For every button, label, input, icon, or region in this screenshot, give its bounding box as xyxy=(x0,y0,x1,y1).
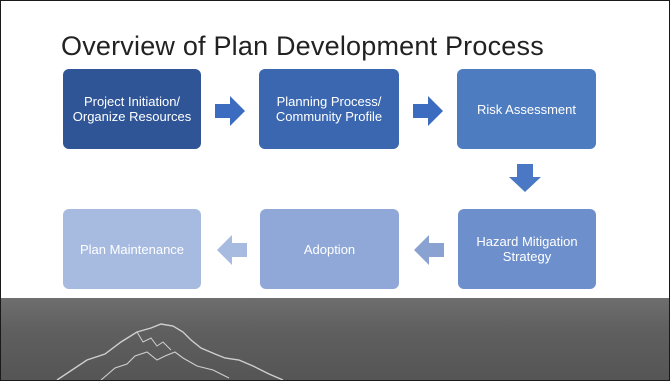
step-planning-process: Planning Process/ Community Profile xyxy=(259,69,399,149)
step-adoption: Adoption xyxy=(260,209,399,289)
arrow-left-icon xyxy=(217,235,247,265)
slide-title: Overview of Plan Development Process xyxy=(61,31,544,61)
step-hazard-mitigation-strategy: Hazard Mitigation Strategy xyxy=(458,209,596,289)
step-risk-assessment: Risk Assessment xyxy=(457,69,596,149)
arrow-right-icon xyxy=(215,96,245,126)
mountain-illustration xyxy=(56,323,284,380)
arrow-left-icon xyxy=(414,235,444,265)
arrow-right-icon xyxy=(413,96,443,126)
mountain-ridge xyxy=(100,351,230,380)
step-plan-maintenance: Plan Maintenance xyxy=(63,209,201,289)
step-project-initiation: Project Initiation/ Organize Resources xyxy=(63,69,201,149)
arrow-down-icon xyxy=(509,164,541,192)
mountain-detail xyxy=(136,331,172,351)
mountain-outline xyxy=(56,323,284,380)
footer-band xyxy=(1,298,669,380)
